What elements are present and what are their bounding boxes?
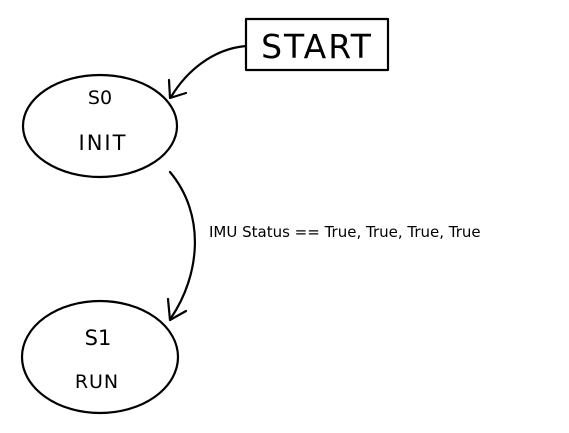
state-s0: S0 INIT: [21, 73, 179, 179]
transition-start-to-s0-line: [169, 44, 248, 99]
start-node: START: [244, 17, 390, 72]
state-s0-circle: [21, 73, 179, 179]
transition-s0-to-s1-label: IMU Status == True, True, True, True: [209, 223, 481, 241]
transition-s0-to-s1-line: [168, 170, 196, 320]
transition-start-to-s0-arrowhead: [167, 78, 188, 100]
transition-s0-to-s1: IMU Status == True, True, True, True: [166, 170, 481, 322]
transition-s0-to-s1-arrowhead: [166, 297, 188, 322]
transition-start-to-s0: [167, 44, 248, 100]
state-s1-name: RUN: [75, 371, 119, 393]
state-s0-id: S0: [88, 87, 112, 109]
start-label: START: [261, 27, 373, 66]
state-s1-circle: [20, 299, 180, 415]
start-box: [244, 17, 390, 72]
state-s1-id: S1: [85, 326, 112, 350]
state-s0-name: INIT: [79, 131, 128, 155]
state-s1: S1 RUN: [20, 299, 180, 415]
